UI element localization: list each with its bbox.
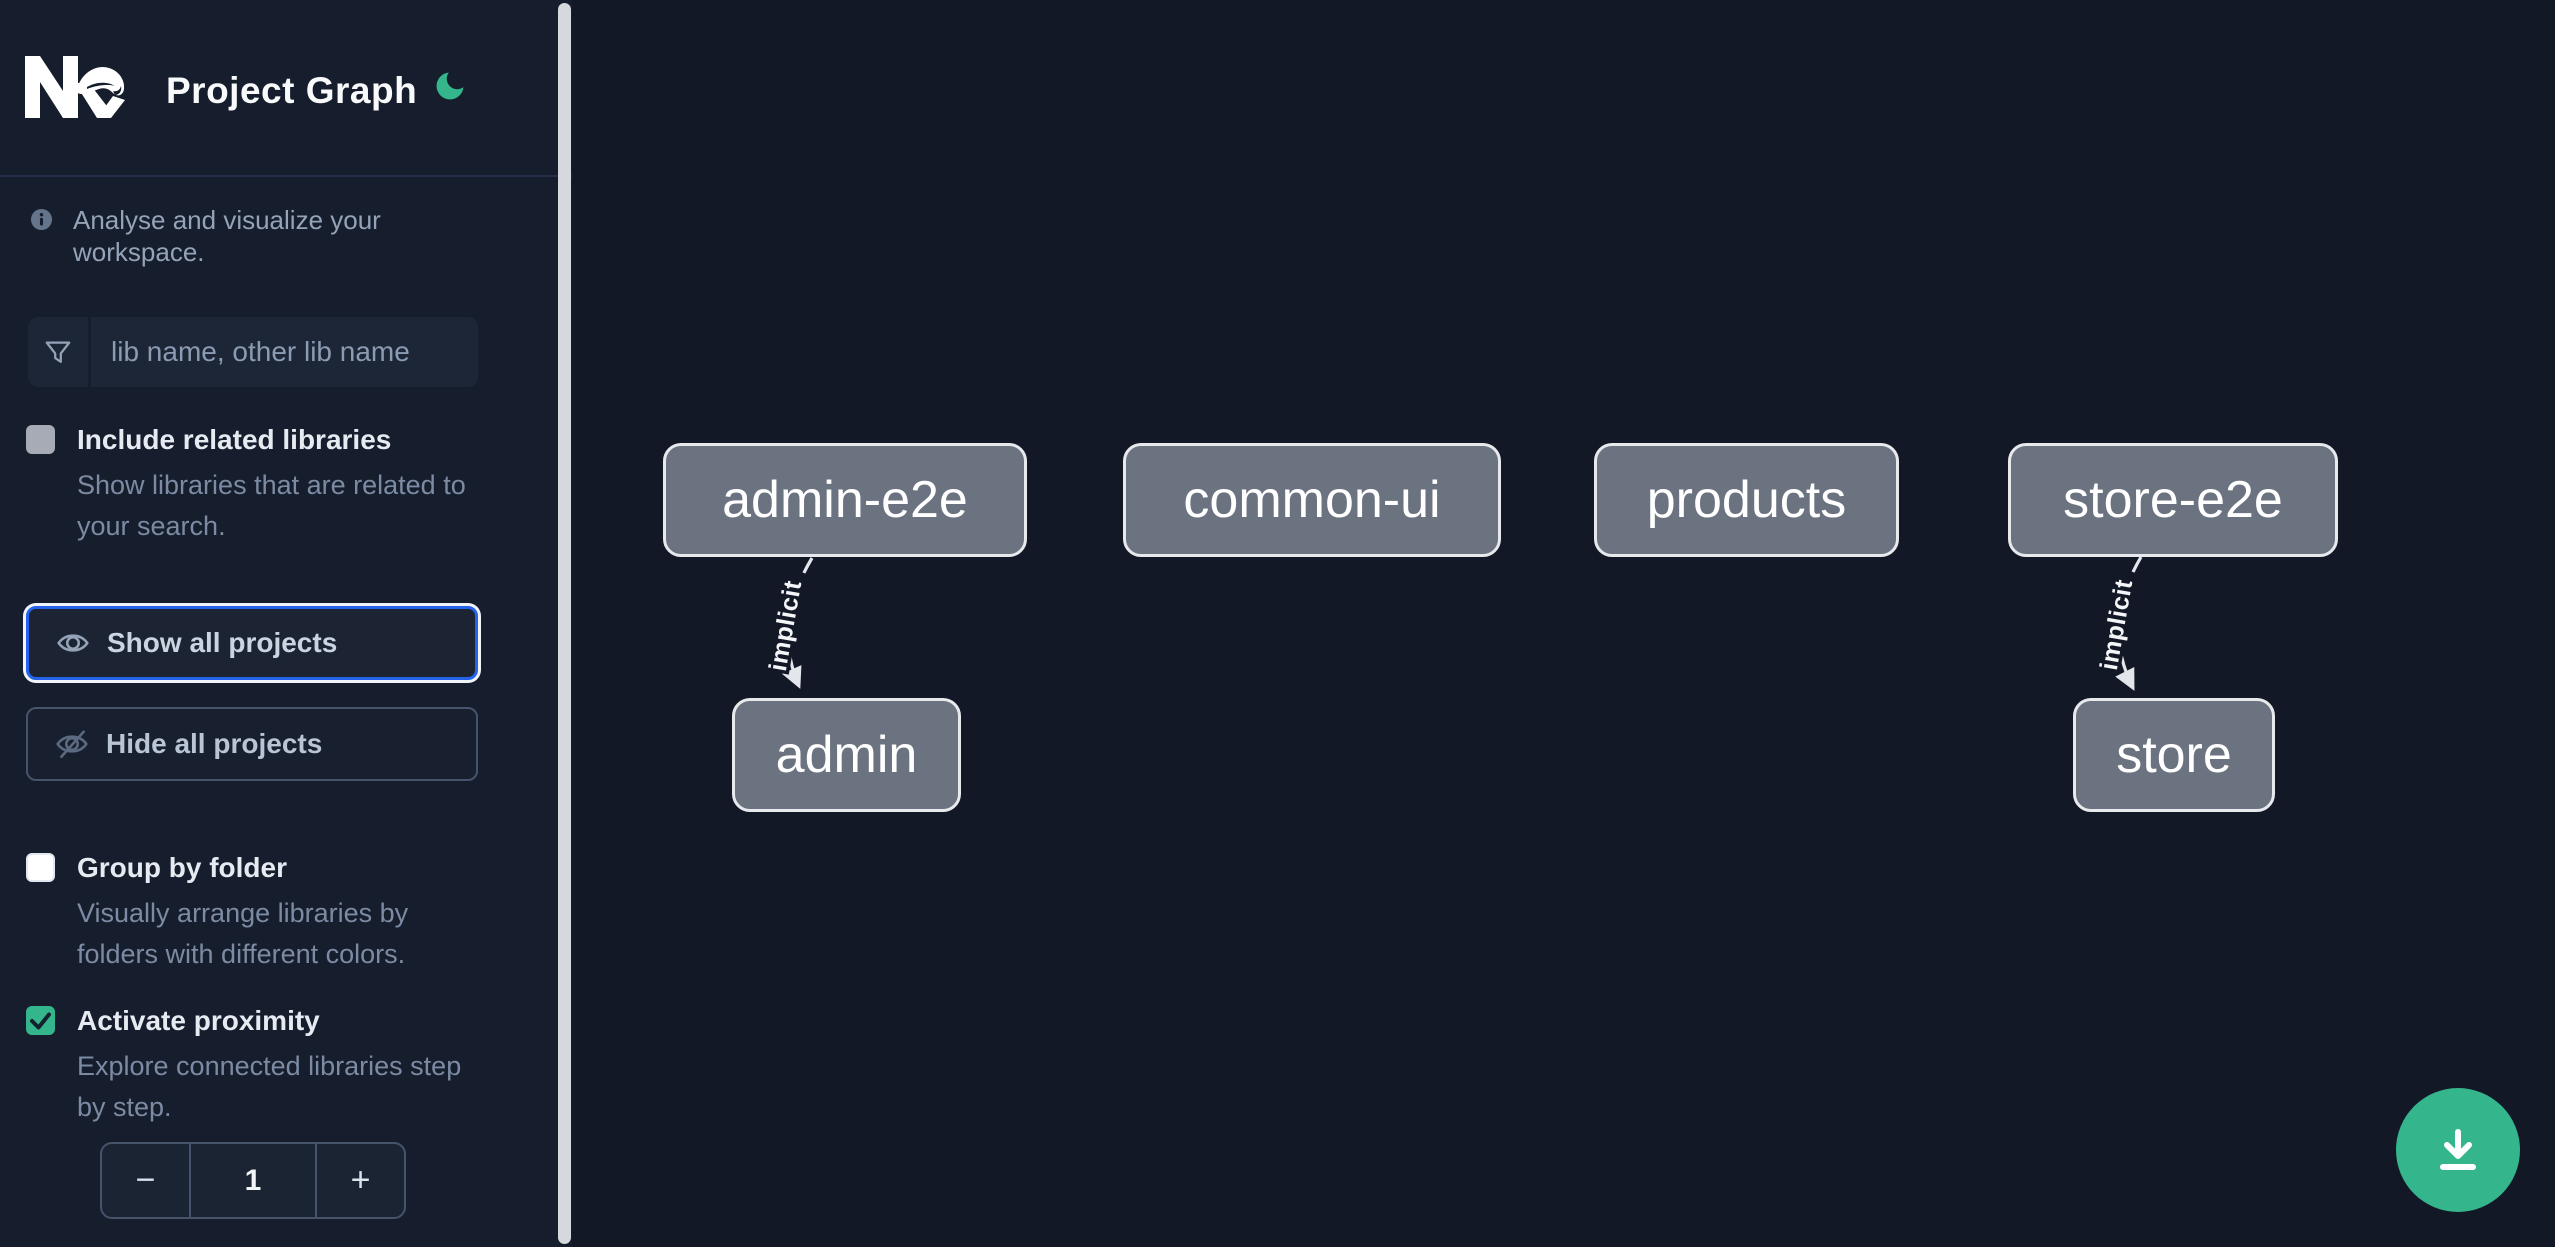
- stepper-value: 1: [189, 1144, 317, 1217]
- workspace-info: Analyse and visualize your workspace.: [30, 204, 510, 268]
- sidebar-header: Project Graph: [0, 0, 572, 177]
- graph-node-store[interactable]: store: [2073, 698, 2275, 812]
- dark-mode-moon-icon[interactable]: [432, 68, 468, 104]
- eye-slash-icon: [56, 730, 88, 759]
- filter-funnel-icon: [28, 317, 88, 387]
- option-description: Explore connected libraries step by step…: [77, 1051, 462, 1122]
- download-image-button[interactable]: [2396, 1088, 2520, 1212]
- info-text: Analyse and visualize your workspace.: [73, 205, 381, 267]
- option-include-related-libraries: Include related libraries Show libraries…: [26, 423, 478, 547]
- info-icon: [30, 208, 53, 231]
- option-description: Show libraries that are related to your …: [77, 470, 466, 541]
- graph-node-products[interactable]: products: [1594, 443, 1899, 557]
- option-label: Include related libraries: [77, 424, 392, 455]
- increment-button[interactable]: +: [350, 1161, 371, 1199]
- graph-node-common-ui[interactable]: common-ui: [1123, 443, 1501, 557]
- option-description: Visually arrange libraries by folders wi…: [77, 898, 409, 969]
- search-input[interactable]: [91, 336, 478, 368]
- button-label: Hide all projects: [106, 728, 323, 759]
- checkbox-include-related-libraries[interactable]: [26, 425, 55, 454]
- sidebar-scrollbar[interactable]: [558, 3, 571, 1244]
- sidebar: Project Graph Analyse and visualize your…: [0, 0, 572, 1247]
- option-group-by-folder: Group by folder Visually arrange librari…: [26, 851, 478, 975]
- download-icon: [2440, 1129, 2476, 1170]
- button-label: Show all projects: [107, 627, 338, 658]
- option-label: Group by folder: [77, 852, 287, 883]
- checkbox-group-by-folder[interactable]: [26, 853, 55, 882]
- option-label: Activate proximity: [77, 1005, 320, 1036]
- option-activate-proximity: Activate proximity Explore connected lib…: [26, 1004, 478, 1128]
- hide-all-projects-button[interactable]: Hide all projects: [26, 707, 478, 781]
- eye-icon: [57, 634, 89, 652]
- nx-logo: [25, 56, 125, 118]
- search-field: [91, 317, 478, 387]
- graph-node-admin[interactable]: admin: [732, 698, 961, 812]
- checkbox-activate-proximity[interactable]: [26, 1006, 55, 1035]
- proximity-depth-stepper: − 1 +: [100, 1142, 406, 1219]
- graph-node-admin-e2e[interactable]: admin-e2e: [663, 443, 1027, 557]
- check-icon: [30, 1012, 51, 1030]
- page-title: Project Graph: [166, 70, 418, 111]
- search-filter: [28, 317, 478, 387]
- show-all-projects-button[interactable]: Show all projects: [26, 606, 478, 680]
- decrement-button[interactable]: −: [135, 1161, 156, 1199]
- graph-node-store-e2e[interactable]: store-e2e: [2008, 443, 2338, 557]
